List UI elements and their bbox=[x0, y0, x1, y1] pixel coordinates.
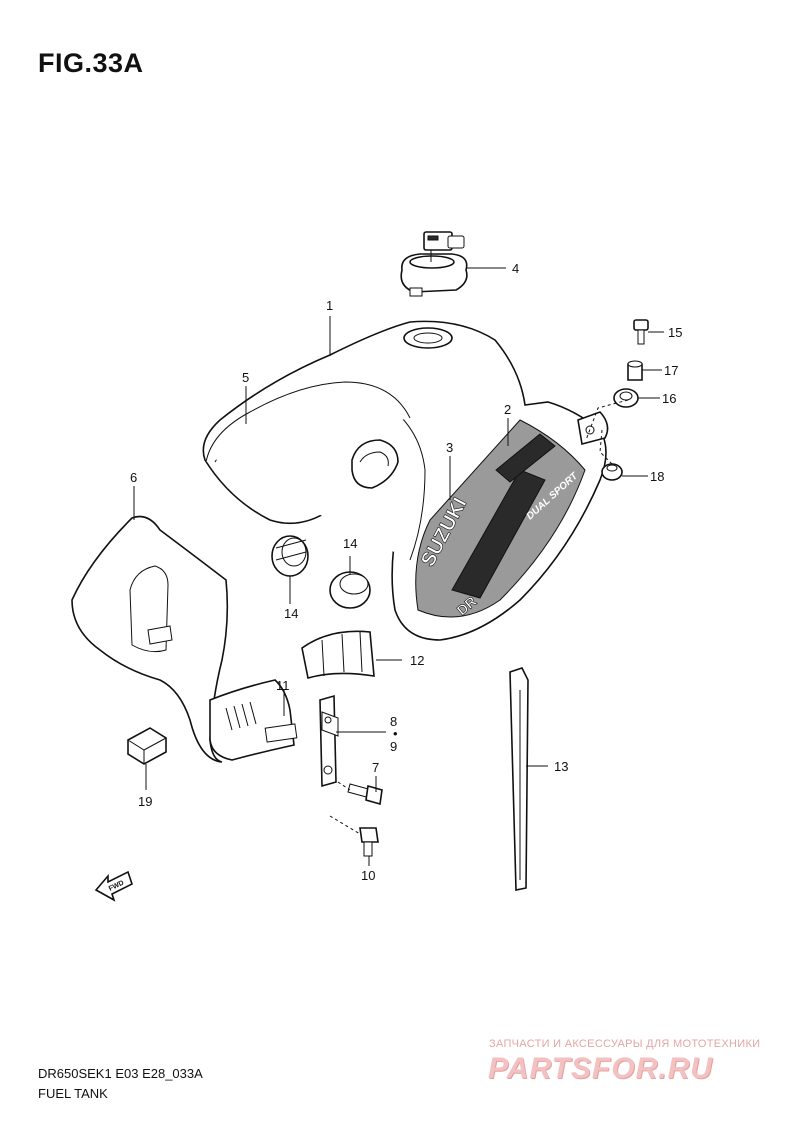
callout-11: 11 bbox=[276, 678, 290, 693]
tank-edge-trim bbox=[205, 381, 411, 463]
callout-13: 13 bbox=[554, 759, 568, 774]
tank-strap bbox=[509, 667, 529, 891]
shroud-pad bbox=[209, 679, 298, 761]
cushion-front bbox=[271, 535, 309, 577]
bolt-10 bbox=[359, 827, 379, 857]
tank-shroud bbox=[71, 515, 229, 763]
bolt-15 bbox=[633, 319, 649, 345]
watermark-caption: ЗАПЧАСТИ И АКСЕССУАРЫ ДЛЯ МОТОТЕХНИКИ bbox=[489, 1038, 761, 1050]
cushion-rear bbox=[329, 571, 371, 609]
callout-17: 17 bbox=[664, 363, 678, 378]
callout-9: 9 bbox=[390, 739, 397, 754]
watermark-logo: PARTSFOR.RU bbox=[488, 1052, 713, 1085]
callout-18: 18 bbox=[650, 469, 664, 484]
callout-16: 16 bbox=[662, 391, 676, 406]
bolt-7 bbox=[347, 783, 383, 806]
callout-14-front: 14 bbox=[284, 606, 298, 621]
callout-2: 2 bbox=[504, 402, 511, 417]
callout-7: 7 bbox=[372, 760, 379, 775]
callout-4: 4 bbox=[512, 261, 519, 276]
tank-decals: SUZUKI DUAL SPORT DR bbox=[415, 419, 586, 619]
callout-8: 8 bbox=[390, 714, 397, 729]
callout-6: 6 bbox=[130, 470, 137, 485]
callout-12: 12 bbox=[410, 653, 424, 668]
cushion-block bbox=[127, 727, 167, 765]
figure-title: FIG.33A bbox=[38, 48, 144, 78]
leader-lines bbox=[133, 267, 664, 866]
fwd-arrow-icon: FWD bbox=[94, 870, 133, 902]
callout-dot: • bbox=[393, 726, 398, 741]
drawing-code: DR650SEK1 E03 E28_033A bbox=[38, 1066, 203, 1081]
cushion-strip bbox=[301, 630, 375, 680]
callout-19: 19 bbox=[138, 794, 152, 809]
callout-5: 5 bbox=[242, 370, 249, 385]
fuel-cap bbox=[400, 231, 468, 297]
tank-bracket bbox=[319, 694, 339, 788]
callout-3: 3 bbox=[446, 440, 453, 455]
cushion-16 bbox=[613, 388, 639, 408]
callout-1: 1 bbox=[326, 298, 333, 313]
callout-15: 15 bbox=[668, 325, 682, 340]
callout-10: 10 bbox=[361, 868, 375, 883]
collar-17 bbox=[627, 360, 643, 381]
callout-14-rear: 14 bbox=[343, 536, 357, 551]
drawing-name: FUEL TANK bbox=[38, 1086, 108, 1101]
callout-numbers: 1 2 3 4 5 6 7 8 • 9 10 11 12 13 14 14 15… bbox=[130, 261, 682, 883]
cushion-18 bbox=[601, 463, 623, 481]
